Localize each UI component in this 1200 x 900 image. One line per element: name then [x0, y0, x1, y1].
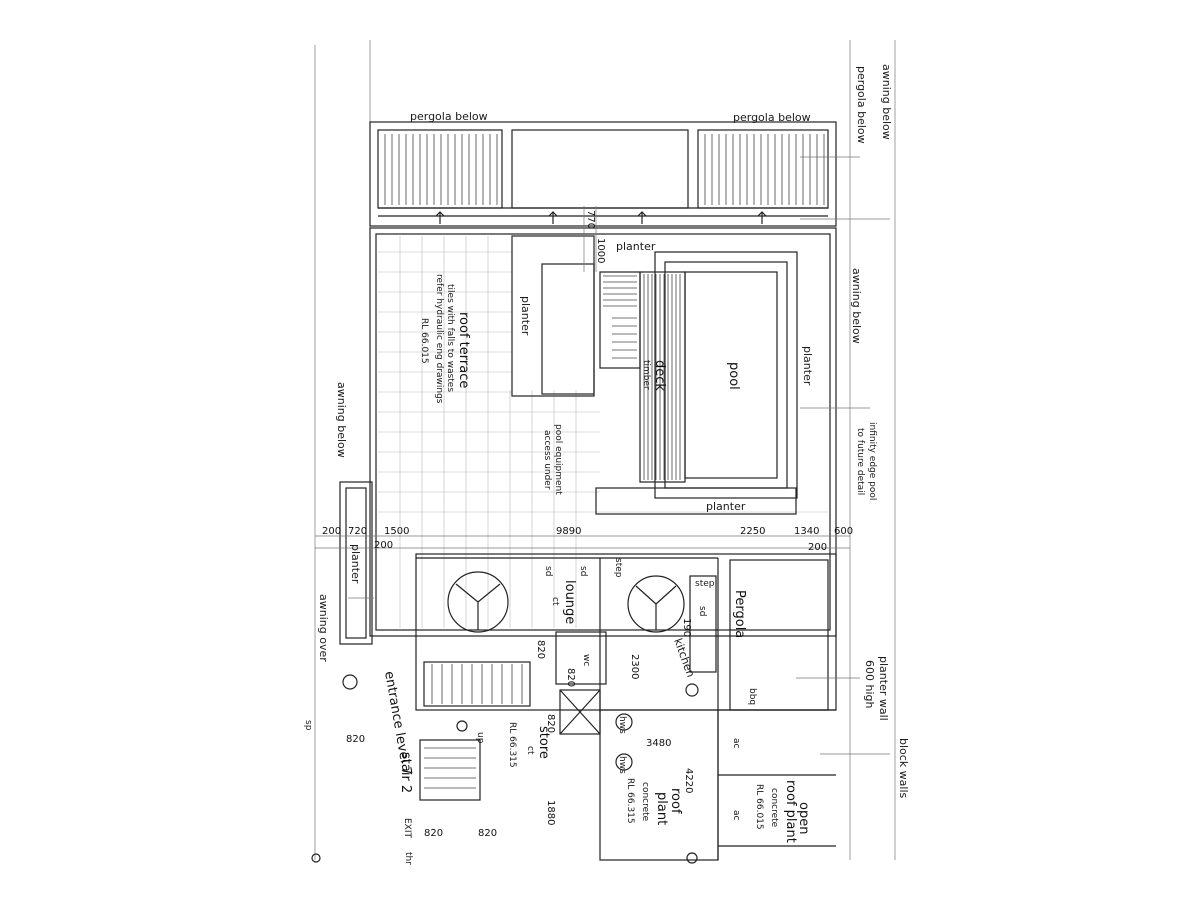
label-sd-2: sd	[578, 566, 588, 576]
label-roof-concrete: concrete	[640, 782, 650, 822]
label-roof-terrace: roof terrace	[456, 312, 471, 388]
label-planter-wall-height: 600 high	[863, 660, 876, 709]
label-pergola-below-2: pergola below	[733, 111, 811, 124]
dim-200-right: 200	[808, 542, 827, 553]
label-rl-plant: RL 66.315	[625, 778, 635, 824]
dim-2250: 2250	[740, 526, 765, 537]
dim-1500: 1500	[384, 526, 409, 537]
label-hydraulic-note: refer hydraulic eng drawings	[434, 274, 444, 404]
label-roof-plant-2: plant	[654, 792, 669, 825]
left-planter	[339, 481, 373, 645]
label-up: up	[475, 732, 485, 744]
dim-190: 190	[681, 618, 692, 637]
label-planter-right: planter	[801, 346, 814, 386]
label-stair: stair 2	[398, 752, 413, 793]
dim-2300: 2300	[629, 654, 640, 679]
dim-1880: 1880	[545, 800, 556, 825]
tile-grid	[378, 236, 828, 628]
dim-200-b: 200	[374, 540, 393, 551]
label-block-walls: block walls	[897, 738, 910, 799]
label-planter-left-inner: planter	[519, 296, 532, 336]
label-sd-1: sd	[543, 566, 553, 576]
dim-770: 770	[585, 210, 596, 229]
label-step-2: step	[695, 579, 715, 589]
label-pergola-below-1: pergola below	[410, 110, 488, 123]
label-ac-1: ac	[731, 738, 741, 749]
dim-4220: 4220	[683, 768, 694, 793]
label-open-concrete: concrete	[769, 788, 779, 828]
label-awning-below-right: awning below	[850, 268, 863, 344]
pool	[595, 251, 798, 515]
label-planter-left: planter	[349, 544, 362, 584]
label-wc: wc	[581, 654, 591, 666]
label-pergola: Pergola	[732, 590, 747, 638]
label-roof-plant: roof	[668, 788, 683, 814]
dim-200-left: 200	[322, 526, 341, 537]
inner-planter	[511, 235, 595, 397]
plan-labels: pergola below pergola below pergola belo…	[303, 64, 910, 865]
label-infinity-note: infinity edge pool	[867, 422, 877, 500]
dim-820-f: 820	[478, 828, 497, 839]
label-timber: timber	[641, 360, 651, 390]
label-step-1: step	[613, 558, 623, 578]
label-hws-2: hws	[617, 756, 627, 774]
dim-820-c: 820	[545, 714, 556, 733]
label-lounge: lounge	[562, 580, 577, 624]
label-planter-top: planter	[616, 240, 656, 253]
label-awning-over: awning over	[317, 594, 330, 662]
label-exit: EXIT	[402, 818, 412, 839]
dimension-labels: 200 720 1500 200 9890 2250 1340 600 200 …	[322, 210, 853, 839]
label-bbq: bbq	[747, 688, 757, 705]
dim-600: 600	[834, 526, 853, 537]
timber-deck	[599, 271, 686, 483]
label-thr: thr	[403, 852, 413, 865]
dim-720: 720	[348, 526, 367, 537]
label-store: store	[536, 726, 551, 759]
label-awning-below-top: awning below	[880, 64, 893, 140]
construction-lines	[314, 40, 896, 860]
label-planter-wall: planter wall	[877, 656, 890, 721]
label-access-under: access under	[542, 430, 552, 490]
lower-building	[311, 553, 837, 864]
label-future-detail: to future detail	[855, 428, 865, 495]
label-store-ct: ct	[525, 746, 535, 755]
label-rl-store: RL 66.315	[507, 722, 517, 768]
dim-1000: 1000	[595, 238, 606, 263]
label-sd-3: sd	[697, 606, 707, 616]
label-ac-2: ac	[731, 810, 741, 821]
terrace-walls	[369, 227, 837, 637]
dimension-lines	[315, 156, 890, 755]
label-rl-open: RL 66.015	[754, 784, 764, 830]
label-pergola-below-3: pergola below	[855, 66, 868, 144]
label-open-roof-plant: open	[796, 802, 811, 834]
label-lounge-ct: ct	[550, 597, 560, 606]
label-deck: deck	[652, 360, 667, 391]
pergola-strip	[369, 121, 837, 227]
dim-820-a: 820	[535, 640, 546, 659]
dim-3480: 3480	[646, 738, 671, 749]
dim-820-d: 820	[346, 734, 365, 745]
label-rl-terrace: RL 66.015	[419, 318, 429, 364]
label-hws-1: hws	[617, 716, 627, 734]
dim-820-e: 820	[424, 828, 443, 839]
dim-820-b: 820	[565, 668, 576, 687]
label-pool-equipment: pool equipment	[553, 424, 563, 495]
label-tiles-note: tiles with falls to wastes	[445, 284, 455, 392]
dim-9890: 9890	[556, 526, 581, 537]
label-pool: pool	[726, 362, 741, 390]
label-awning-below-left: awning below	[335, 382, 348, 458]
dim-1340: 1340	[794, 526, 819, 537]
label-open-roof-plant-2: roof plant	[783, 780, 798, 843]
label-planter-bottom: planter	[706, 500, 746, 513]
label-sp: sp	[303, 720, 313, 731]
label-kitchen: kitchen	[671, 637, 697, 680]
